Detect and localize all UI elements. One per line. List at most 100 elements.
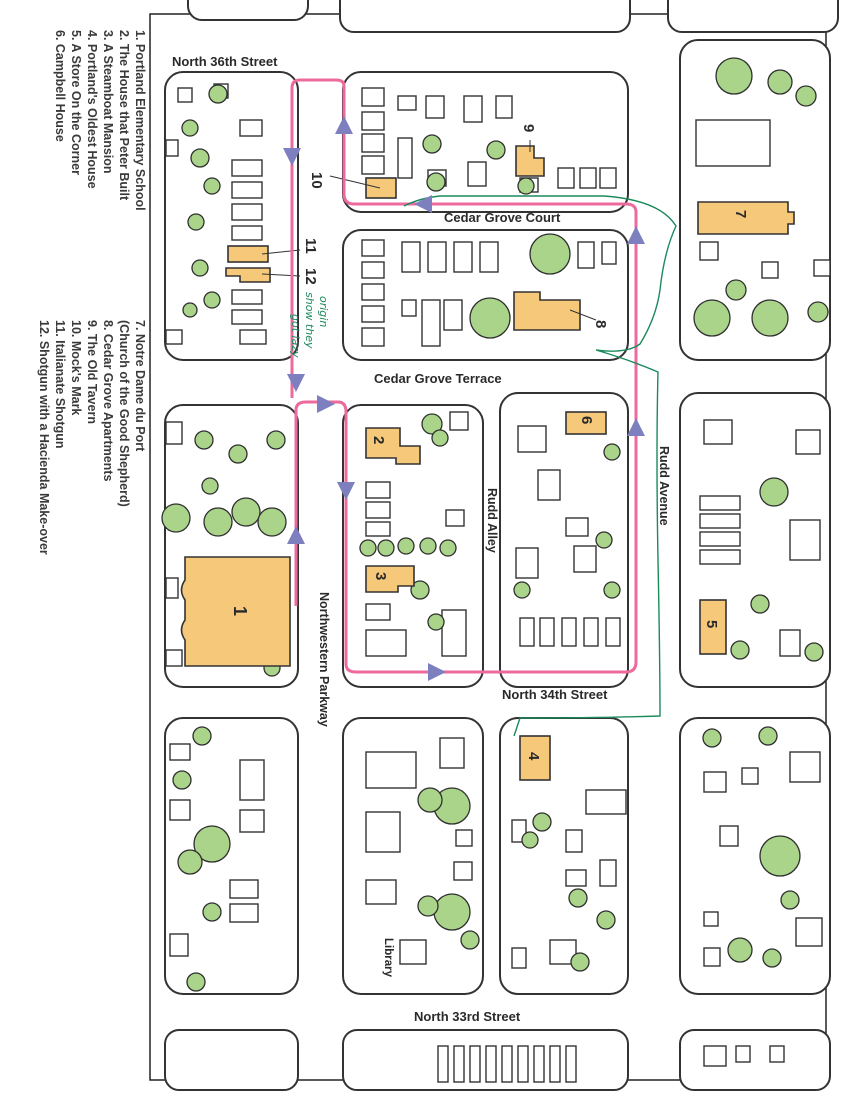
house: [361, 283, 385, 301]
house: [239, 119, 263, 137]
house: [599, 167, 617, 189]
house: [703, 947, 721, 967]
tree: [596, 910, 616, 930]
legend: 1. Portland Elementary School 2. The Hou…: [37, 30, 147, 555]
house: [165, 329, 183, 345]
house: [719, 825, 739, 847]
tree: [486, 140, 506, 160]
house: [453, 861, 473, 881]
house: [565, 1045, 577, 1083]
house: [561, 617, 577, 647]
house: [365, 501, 391, 519]
house: [695, 119, 771, 167]
house: [239, 329, 267, 345]
tree: [750, 594, 770, 614]
site-5-building: [699, 599, 727, 655]
house: [565, 869, 587, 887]
tree: [193, 825, 231, 863]
tree: [231, 497, 261, 527]
annotation-route: [403, 195, 677, 737]
tree: [433, 893, 471, 931]
site-11-number: 11: [302, 238, 319, 254]
house: [361, 261, 385, 279]
house: [231, 181, 263, 199]
legend-item-4: 4. Portland's Oldest House: [85, 30, 99, 189]
house: [495, 95, 513, 119]
house: [703, 419, 733, 445]
house: [549, 939, 577, 965]
street-cedar-grove-court: Cedar Grove Court: [444, 210, 561, 225]
tree: [469, 297, 511, 339]
house: [361, 305, 385, 323]
route-arrows: [283, 116, 645, 681]
tree: [715, 57, 753, 95]
tree: [532, 812, 552, 832]
legend-item-11: 11. Italianate Shotgun: [53, 320, 67, 449]
tree: [194, 430, 214, 450]
tree: [693, 299, 731, 337]
tree: [203, 507, 233, 537]
street-rudd-alley: Rudd Alley: [485, 488, 499, 553]
tree: [807, 301, 829, 323]
house: [365, 521, 391, 537]
house: [229, 879, 259, 899]
site-2-number: 2: [370, 436, 387, 444]
block-r2-b: [499, 392, 629, 688]
street-north-34th: North 34th Street: [502, 687, 608, 702]
house: [425, 95, 445, 119]
legend-item-7b: (Church of the Good Shepherd): [117, 320, 131, 507]
arrow-icon: [283, 148, 301, 166]
house: [769, 1045, 785, 1063]
tree: [603, 443, 621, 461]
house: [515, 547, 539, 579]
house: [779, 629, 801, 657]
block-top-2: [339, 0, 631, 33]
house: [239, 759, 265, 801]
tree: [186, 972, 206, 992]
legend-item-10: 10. Mock's Mark: [69, 320, 83, 415]
site-2-building: [365, 427, 421, 465]
leader-12: [261, 273, 301, 277]
house: [549, 1045, 561, 1083]
house: [577, 241, 595, 269]
house: [365, 879, 397, 905]
tree: [190, 148, 210, 168]
house: [789, 519, 821, 561]
tree: [228, 444, 248, 464]
tree: [203, 177, 221, 195]
tree: [202, 902, 222, 922]
tour-route: [290, 78, 638, 674]
house: [421, 299, 441, 347]
house: [361, 87, 385, 107]
house: [479, 241, 499, 273]
site-1-number: 1: [230, 606, 250, 616]
house: [361, 239, 385, 257]
street-rudd-avenue: Rudd Avenue: [657, 446, 671, 526]
house: [517, 425, 547, 453]
arrow-icon: [287, 526, 305, 544]
house: [439, 737, 465, 769]
tree: [421, 413, 443, 435]
block-top-1: [187, 0, 309, 21]
tree: [521, 831, 539, 849]
leader-lines: [261, 140, 597, 321]
house: [485, 1045, 497, 1083]
annotation-line-1: origin: [317, 296, 330, 327]
house: [165, 649, 183, 667]
house: [795, 917, 823, 947]
tree: [767, 69, 793, 95]
site-6-number: 6: [578, 416, 595, 424]
house: [583, 617, 599, 647]
house: [231, 203, 263, 221]
legend-item-2: 2. The House that Peter Built: [117, 30, 131, 201]
tree: [203, 291, 221, 309]
tree: [727, 937, 753, 963]
tree: [603, 581, 621, 599]
street-north-33rd: North 33rd Street: [414, 1009, 521, 1024]
house: [699, 241, 719, 261]
house: [231, 309, 263, 325]
site-10-building: [365, 177, 397, 199]
house: [365, 629, 407, 657]
tree: [419, 537, 437, 555]
